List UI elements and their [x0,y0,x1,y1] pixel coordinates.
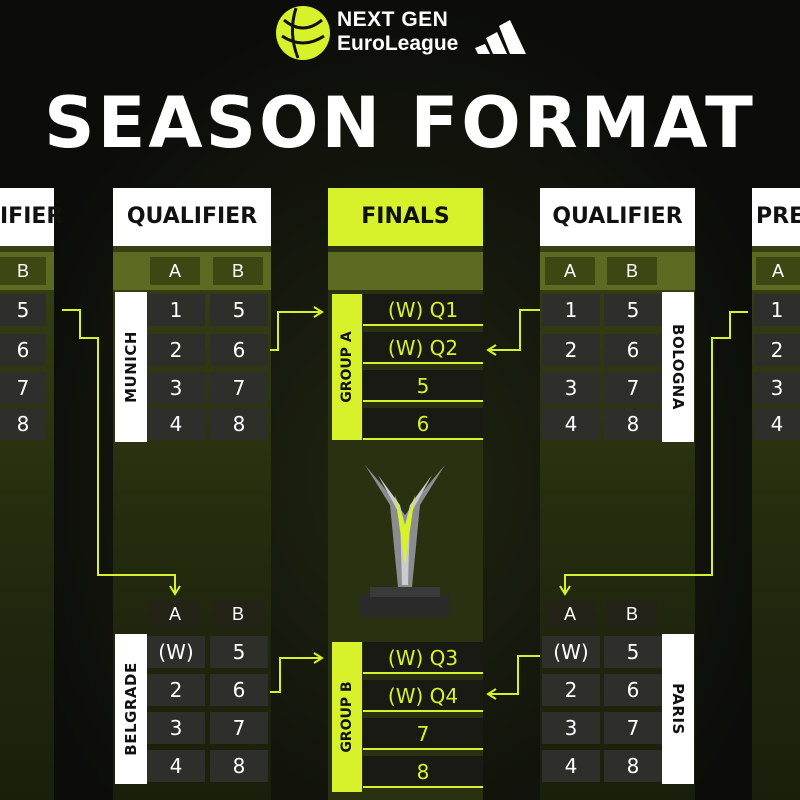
belgrade-b-1: 5 [210,636,268,668]
city-munich-label: MUNICH [122,331,140,403]
group-b-entry-3: 7 [363,718,483,750]
paris-b-2: 6 [604,674,662,706]
city-belgrade: BELGRADE [115,634,147,784]
arrow-munich-to-group-a [270,311,320,351]
munich-col-a: A [150,257,200,285]
bologna-b-2: 6 [604,334,662,366]
city-paris: PARIS [662,634,694,784]
far-right-a-2: 2 [754,334,800,366]
belgrade-a-4: 4 [147,750,205,782]
far-left-col-b: B [0,257,46,285]
munich-col-b: B [213,257,263,285]
group-a-entry-4: 6 [363,408,483,440]
group-b-tab: GROUP B [332,642,362,792]
city-bologna-label: BOLOGNA [669,324,687,410]
right-qualifier-header: QUALIFIER [540,188,695,246]
group-a-tab: GROUP A [332,294,362,440]
trophy-icon [360,465,450,617]
belgrade-b-3: 7 [210,712,268,744]
belgrade-b-2: 6 [210,674,268,706]
far-left-b-1: 5 [0,294,46,326]
belgrade-col-b: B [213,600,263,628]
belgrade-col-a: A [150,600,200,628]
munich-b-4: 8 [210,408,268,440]
belgrade-a-2: 2 [147,674,205,706]
paris-a-4: 4 [542,750,600,782]
bologna-col-a: A [545,257,595,285]
far-left-b-4: 8 [0,408,46,440]
paris-a-3: 3 [542,712,600,744]
munich-a-2: 2 [147,334,205,366]
finals-header: FINALS [328,188,483,246]
bologna-b-1: 5 [604,294,662,326]
arrow-belgrade-to-group-b [270,657,320,693]
bologna-b-3: 7 [604,372,662,404]
paris-col-a: A [545,600,595,628]
munich-b-2: 6 [210,334,268,366]
adidas-logo-icon [475,20,526,54]
munich-b-3: 7 [210,372,268,404]
group-a-label: GROUP A [339,331,355,403]
belgrade-b-4: 8 [210,750,268,782]
paris-b-3: 7 [604,712,662,744]
group-b-entry-4: 8 [363,756,483,788]
panel-far-left [0,188,54,800]
munich-a-3: 3 [147,372,205,404]
left-qualifier-header: QUALIFIER [113,188,271,246]
bologna-a-3: 3 [542,372,600,404]
page-title: SEASON FORMAT [44,82,756,164]
panel-far-right [752,188,800,800]
far-left-b-3: 7 [0,372,46,404]
city-belgrade-label: BELGRADE [122,662,140,756]
arrow-bologna-to-group-a [490,309,540,351]
arrow-paris-to-group-b [490,655,540,695]
far-right-header: PRE- [752,188,800,246]
euroleague-ball-logo [276,6,330,60]
paris-col-b: B [607,600,657,628]
group-a-entry-3: 5 [363,370,483,402]
bologna-b-4: 8 [604,408,662,440]
brand-line-1: NEXT GEN [337,8,449,31]
group-a-entry-1: (W) Q1 [363,294,483,326]
bologna-a-2: 2 [542,334,600,366]
paris-a-1: (W) T2 [542,636,600,696]
munich-a-1: 1 [147,294,205,326]
paris-b-1: 5 [604,636,662,668]
bologna-a-4: 4 [542,408,600,440]
bologna-col-b: B [607,257,657,285]
brand-line-2: EuroLeague [337,32,459,55]
belgrade-a-1: (W) T1 [147,636,205,696]
finals-band [328,252,483,290]
paris-a-2: 2 [542,674,600,706]
far-right-a-1: 1 [754,294,800,326]
far-right-col-a: A [756,257,800,285]
far-right-a-4: 4 [754,408,800,440]
group-b-entry-1: (W) Q3 [363,642,483,674]
city-munich: MUNICH [115,292,147,442]
basketball-icon [277,7,329,59]
city-bologna: BOLOGNA [662,292,694,442]
munich-b-1: 5 [210,294,268,326]
bologna-a-1: 1 [542,294,600,326]
far-left-header: IFIER [0,188,63,246]
paris-b-4: 8 [604,750,662,782]
group-b-label: GROUP B [339,681,355,753]
group-b-entry-2: (W) Q4 [363,680,483,712]
city-paris-label: PARIS [669,683,687,735]
far-left-b-2: 6 [0,334,46,366]
far-right-a-3: 3 [754,372,800,404]
group-a-entry-2: (W) Q2 [363,332,483,364]
belgrade-a-3: 3 [147,712,205,744]
munich-a-4: 4 [147,408,205,440]
